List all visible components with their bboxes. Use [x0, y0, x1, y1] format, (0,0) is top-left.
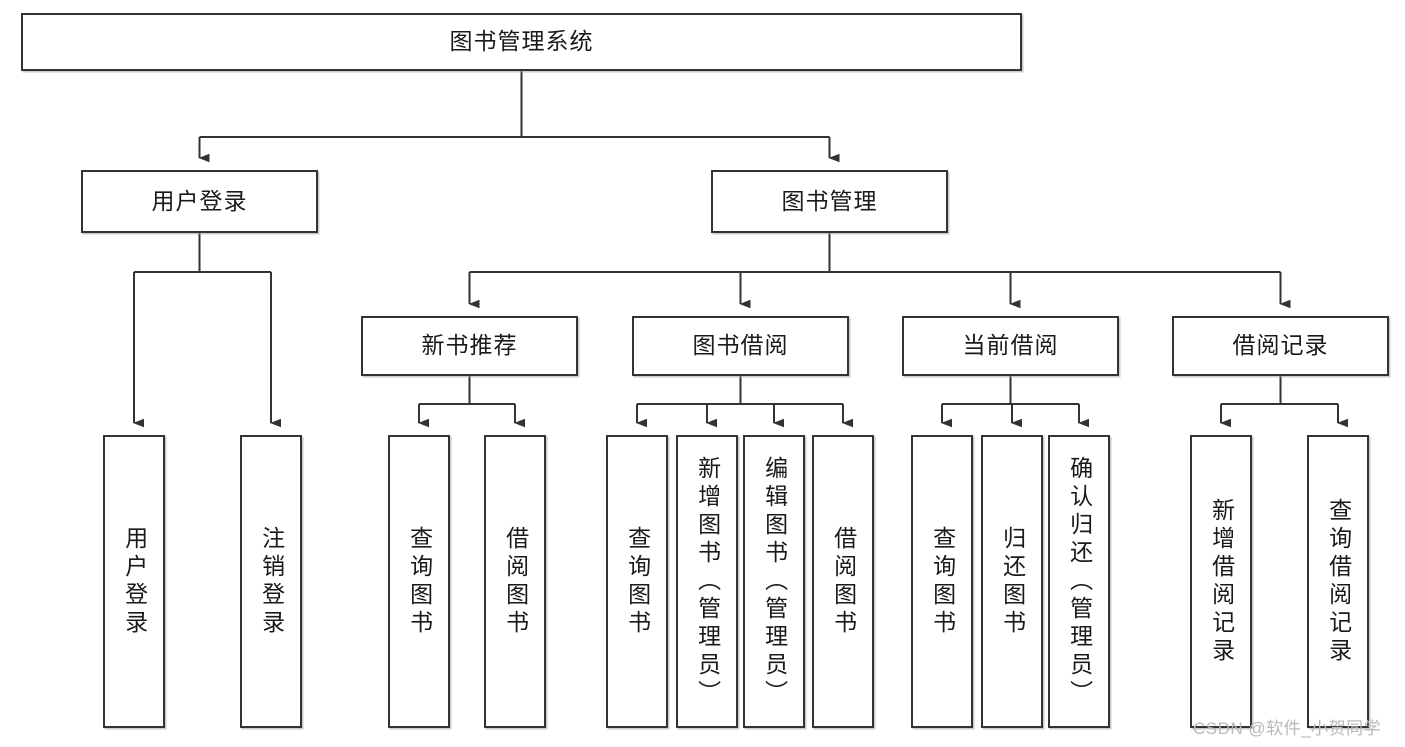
leaf-query-book-current[interactable]: 查询图书 [911, 435, 973, 728]
node-book-borrow-label: 图书借阅 [692, 332, 789, 359]
leaf-borrow-book[interactable]: 借阅图书 [812, 435, 874, 728]
node-new-book-recommend-label: 新书推荐 [421, 332, 518, 359]
leaf-query-book-recommend[interactable]: 查询图书 [388, 435, 450, 728]
node-new-book-recommend[interactable]: 新书推荐 [361, 316, 578, 376]
leaf-query-borrow-record[interactable]: 查询借阅记录 [1307, 435, 1369, 728]
node-root-label: 图书管理系统 [449, 28, 594, 55]
node-borrow-record-label: 借阅记录 [1232, 332, 1329, 359]
node-book-manage[interactable]: 图书管理 [711, 170, 948, 233]
leaf-add-borrow-record[interactable]: 新增借阅记录 [1190, 435, 1252, 728]
node-borrow-record[interactable]: 借阅记录 [1172, 316, 1389, 376]
node-current-borrow[interactable]: 当前借阅 [902, 316, 1119, 376]
leaf-user-logout[interactable]: 注销登录 [240, 435, 302, 728]
node-user-login[interactable]: 用户登录 [81, 170, 318, 233]
leaf-add-book-admin[interactable]: 新增图书（管理员） [676, 435, 738, 728]
node-root-system[interactable]: 图书管理系统 [21, 13, 1022, 71]
leaf-user-login[interactable]: 用户登录 [103, 435, 165, 728]
leaf-query-book-borrow[interactable]: 查询图书 [606, 435, 668, 728]
leaf-borrow-book-recommend[interactable]: 借阅图书 [484, 435, 546, 728]
leaf-confirm-return-admin[interactable]: 确认归还（管理员） [1048, 435, 1110, 728]
node-book-manage-label: 图书管理 [781, 187, 878, 214]
csdn-watermark: CSDN @软件_小贺同学 [1193, 719, 1382, 738]
node-user-login-label: 用户登录 [151, 187, 248, 214]
leaf-return-book[interactable]: 归还图书 [981, 435, 1043, 728]
node-book-borrow[interactable]: 图书借阅 [632, 316, 849, 376]
leaf-edit-book-admin[interactable]: 编辑图书（管理员） [743, 435, 805, 728]
node-current-borrow-label: 当前借阅 [962, 332, 1059, 359]
